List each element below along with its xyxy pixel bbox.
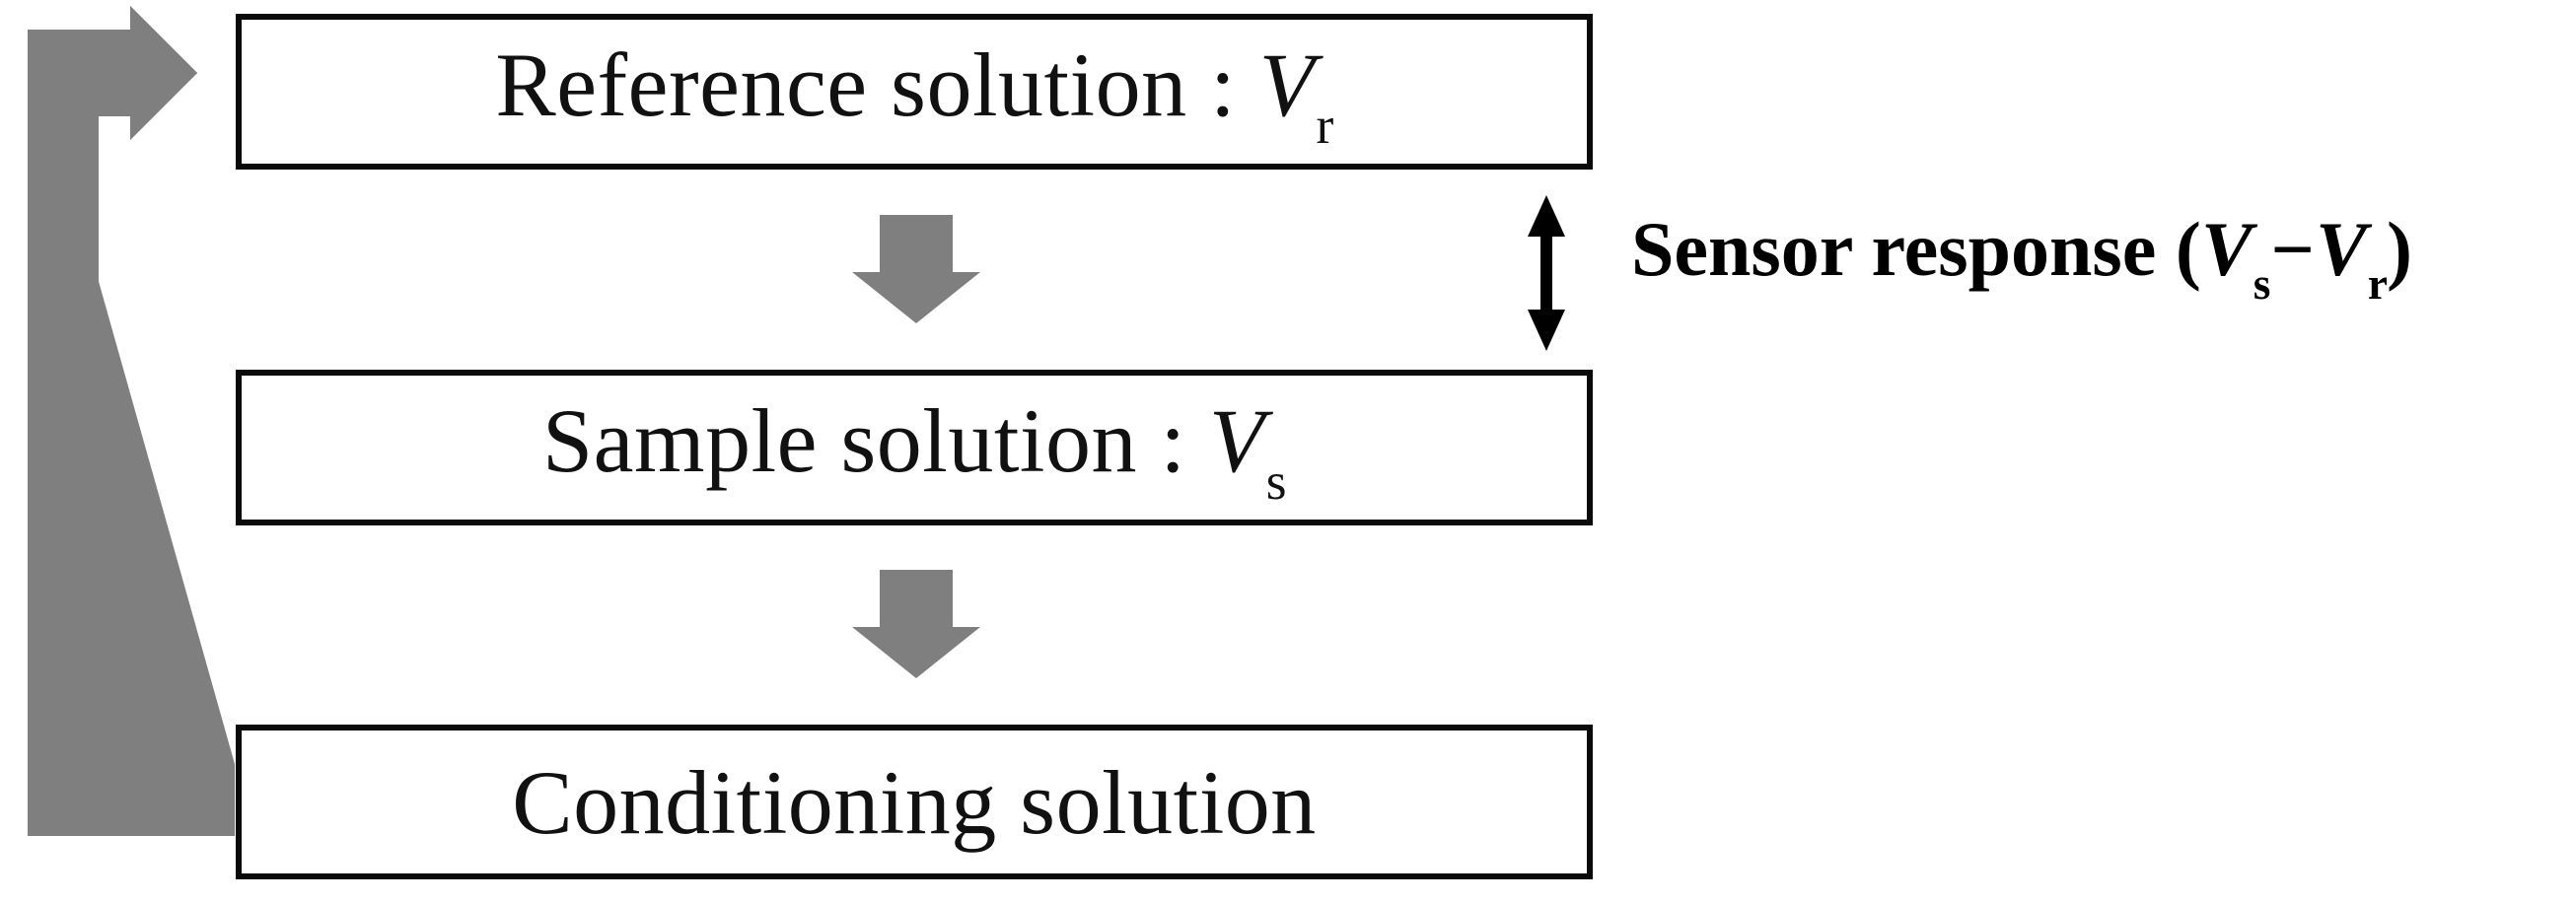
sensor-response-subscript-sample: s <box>2253 258 2271 309</box>
down-arrow-shaft <box>880 215 953 276</box>
down-arrow-head <box>852 272 980 323</box>
step-label-conditioning-text: Conditioning solution <box>512 751 1317 853</box>
sensor-response-suffix: ) <box>2387 206 2413 292</box>
step-label-sample-text: Sample solution : <box>542 390 1210 492</box>
sensor-response-label: Sensor response (Vs−Vr) <box>1631 211 2412 307</box>
recycle-loop-arrow-svg <box>28 6 235 836</box>
sensor-response-prefix: Sensor response ( <box>1631 206 2201 292</box>
step-subscript-sample: s <box>1265 452 1288 512</box>
down-arrow-shaft <box>880 570 953 631</box>
step-symbol-reference: V <box>1258 35 1316 136</box>
step-subscript-reference: r <box>1316 96 1334 156</box>
step-symbol-sample: V <box>1209 390 1265 492</box>
step-box-conditioning-solution[interactable]: Conditioning solution <box>236 725 1593 879</box>
sensor-response-operator: − <box>2270 206 2315 292</box>
down-arrow-icon-reference-to-sample <box>852 215 980 323</box>
step-box-sample-solution[interactable]: Sample solution : Vs <box>236 370 1593 525</box>
recycle-loop-arrow-icon <box>0 0 256 899</box>
down-arrow-icon-sample-to-conditioning <box>852 570 980 678</box>
double-headed-arrow-svg <box>1528 195 1565 351</box>
step-label-sample-solution: Sample solution : Vs <box>542 395 1287 508</box>
down-arrow-head <box>852 627 980 678</box>
step-label-reference-text: Reference solution : <box>495 35 1259 136</box>
sensor-response-subscript-reference: r <box>2367 258 2388 309</box>
step-label-reference-solution: Reference solution : Vr <box>495 39 1333 152</box>
step-box-reference-solution[interactable]: Reference solution : Vr <box>236 14 1593 170</box>
step-label-conditioning-solution: Conditioning solution <box>512 757 1317 848</box>
double-headed-vertical-arrow-icon <box>1519 193 1574 353</box>
sensor-response-symbol-sample: V <box>2200 206 2253 292</box>
sensor-response-symbol-reference: V <box>2315 206 2367 292</box>
